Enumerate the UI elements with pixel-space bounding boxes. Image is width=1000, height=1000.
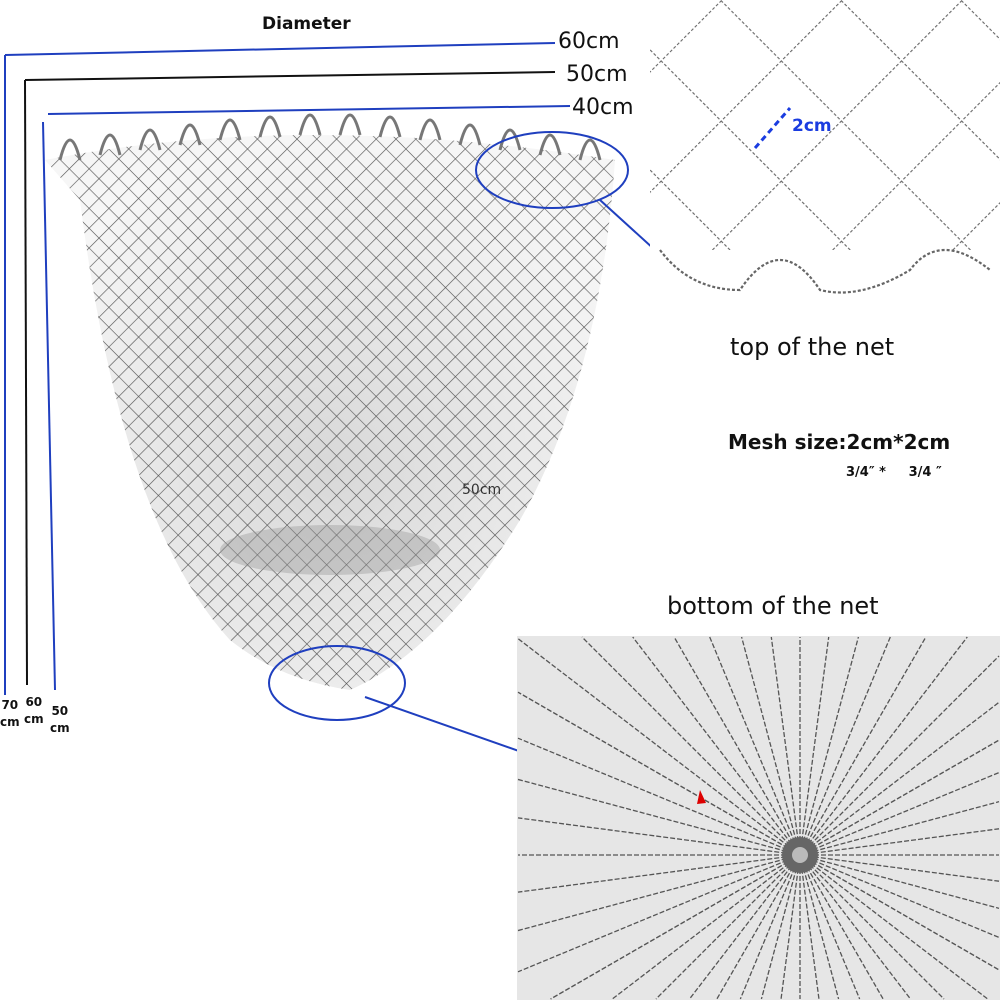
mesh-size-mark: 2cm — [792, 116, 832, 136]
net-strand — [770, 636, 801, 856]
net-strand — [517, 737, 801, 856]
net-strand — [709, 636, 801, 856]
net-strand — [799, 854, 1000, 909]
net-strand — [517, 691, 801, 856]
depth-60-unit: cm — [24, 712, 44, 726]
diameter-40: 40cm — [572, 95, 634, 120]
net-strand — [799, 771, 1000, 856]
net-depth-label: 50cm — [462, 482, 502, 498]
net-strand — [799, 636, 968, 856]
net-strand — [799, 854, 861, 1000]
net-strand — [799, 636, 860, 856]
depth-70-num: 70 — [1, 698, 19, 712]
diameter-lines — [4, 42, 571, 695]
depth-50: 50 cm — [50, 703, 70, 737]
landing-net-image — [45, 113, 615, 690]
diameter-60: 60cm — [558, 29, 620, 54]
net-strand — [799, 854, 945, 1000]
bottom-callout-circle — [268, 645, 406, 721]
depth-60-num: 60 — [25, 695, 43, 709]
net-strand — [517, 854, 801, 973]
diameter-50: 50cm — [566, 62, 628, 87]
net-strand — [517, 638, 801, 856]
net-strand — [799, 801, 1000, 856]
diameter-title: Diameter — [262, 14, 351, 34]
net-strand — [655, 854, 801, 1000]
net-strand — [688, 854, 801, 1000]
top-of-net-detail — [650, 0, 1000, 310]
depth-70: 70 cm — [0, 697, 20, 731]
bottom-of-net-detail — [517, 636, 1000, 1000]
net-strand — [799, 636, 830, 856]
top-of-net-caption: top of the net — [730, 333, 895, 361]
net-strand — [517, 854, 801, 893]
depth-50-num: 50 — [51, 704, 69, 718]
net-strand — [799, 854, 1000, 971]
net-strand — [517, 817, 801, 856]
mesh-size-text: Mesh size:2cm*2cm — [728, 430, 951, 454]
depth-60: 60 cm — [24, 694, 44, 728]
net-strand — [799, 739, 1000, 856]
top-callout-arrow — [599, 199, 656, 251]
depth-50-unit: cm — [50, 721, 70, 735]
net-strand — [611, 854, 801, 1000]
net-strand — [739, 854, 801, 1000]
net-strand — [799, 854, 1000, 882]
top-callout-circle — [475, 131, 629, 209]
mesh-size-inches: 3/4″ * 3/4 ″ — [846, 465, 942, 480]
net-strand — [632, 636, 801, 856]
depth-70-unit: cm — [0, 715, 20, 729]
net-strand — [799, 854, 840, 1000]
net-strand — [550, 854, 801, 1000]
net-strand — [760, 854, 801, 1000]
net-strand — [799, 854, 1000, 939]
net-strand — [799, 828, 1000, 856]
net-strand — [799, 854, 912, 1000]
net-strand — [740, 636, 801, 856]
net-strand — [799, 636, 891, 856]
net-strand — [799, 854, 989, 1000]
net-strand — [799, 655, 1000, 856]
net-strand — [581, 636, 801, 856]
net-strand — [799, 854, 820, 1000]
net-strand — [780, 854, 801, 1000]
bottom-of-net-caption: bottom of the net — [667, 592, 879, 620]
